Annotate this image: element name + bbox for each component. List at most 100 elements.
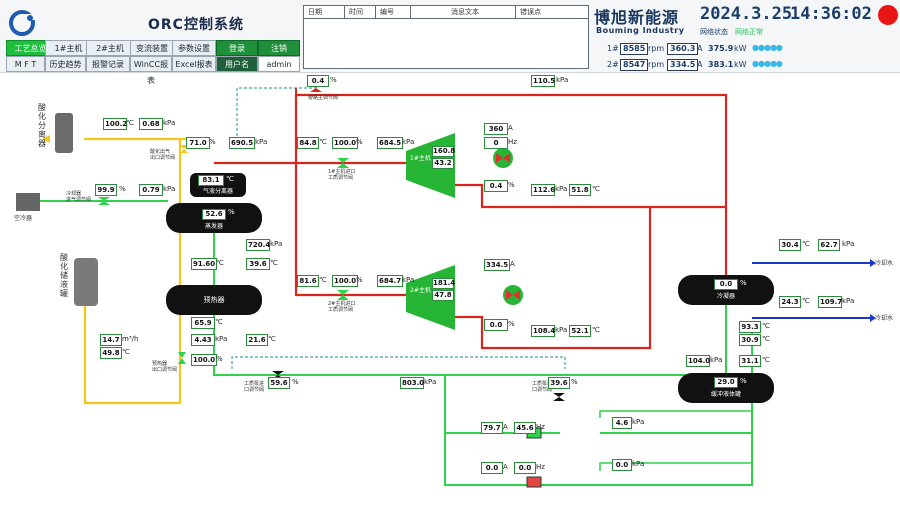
t2-outlet-kpa-unit: kPa xyxy=(555,326,568,334)
valve-preheat-label: 预热器 出口调节阀 xyxy=(152,361,178,373)
turbine2-pressure-box: 47.8 xyxy=(432,290,454,301)
t2-inlet-press-unit: kPa xyxy=(402,276,415,284)
login-button[interactable]: 登录 xyxy=(216,40,258,56)
unit1-rpm: 8585 xyxy=(620,43,649,55)
pump2-current: 0.0 xyxy=(481,462,503,474)
src-kpa-unit: kPa xyxy=(163,119,176,127)
t1-bypass-pct: 0.4 xyxy=(484,180,508,192)
unit1-current: 360.3 xyxy=(667,43,699,55)
nav-params-button[interactable]: 参数设置 xyxy=(172,40,216,56)
pump-out-valve-pct-unit: % xyxy=(571,378,578,386)
src-vessel-icon xyxy=(55,113,73,153)
pump-kpa: 803.0 xyxy=(400,377,425,389)
turbine1-pressure-box: 43.2 xyxy=(432,158,454,169)
flow-temp-unit: ℃ xyxy=(122,348,130,356)
unit2-rpm: 8547 xyxy=(620,59,649,71)
valve-t1-inlet xyxy=(337,158,349,168)
evaporator-vessel[interactable]: 52.6 % 蒸发器 xyxy=(166,203,262,233)
nav-unit1-button[interactable]: 1#主机 xyxy=(45,40,92,56)
top-bypass-pct-unit: % xyxy=(330,76,337,84)
valve-t1-inlet-label: 1#主机进口 工质调节阀 xyxy=(328,169,356,181)
alarm-col-error-point: 错误点 xyxy=(520,8,541,16)
src-temp-unit: ℃ xyxy=(126,119,134,127)
t2-valve-pct-unit: % xyxy=(356,276,363,284)
current-time: 14:36:02 xyxy=(790,4,872,24)
valve-bypass-top-label: 旁路主调节阀 xyxy=(308,95,339,101)
t2-inlet-temp-unit: ℃ xyxy=(319,276,327,284)
cooler-valve-pct-unit: % xyxy=(119,185,126,193)
nav-excel-report-button[interactable]: Excel报表 xyxy=(172,56,216,72)
preheater-label: 预热器 xyxy=(203,296,225,304)
work-pipe-pump-up xyxy=(599,410,752,418)
buffer-tank-vessel[interactable]: 29.0 % 缓冲液体罐 xyxy=(678,373,774,403)
unit1-status-dots: ●●●●● xyxy=(752,43,783,52)
t1-inlet-kpa: 110.5 xyxy=(531,75,556,87)
unit1-current-unit: A xyxy=(697,44,703,53)
unit2-current-unit: A xyxy=(697,60,703,69)
src-kpa: 0.68 xyxy=(139,118,163,130)
nav-wincc-report-button[interactable]: WinCC报表 xyxy=(130,56,172,85)
unit2-current: 334.5 xyxy=(667,59,699,71)
record-indicator-icon xyxy=(878,5,898,25)
t1-inlet-press-unit: kPa xyxy=(402,138,415,146)
buffer-temp: 31.1 xyxy=(739,355,761,367)
preheater-vessel[interactable]: 预热器 xyxy=(166,285,262,315)
nav-inverter-button[interactable]: 变流装置 xyxy=(130,40,174,56)
alarm-col-time: 时间 xyxy=(345,6,376,18)
pump2-kpa: 0.0 xyxy=(612,459,632,471)
logout-button[interactable]: 注销 xyxy=(258,40,300,56)
nav-history-button[interactable]: 历史趋势 xyxy=(45,56,86,72)
hot-pipe-t2-in xyxy=(294,163,410,297)
alarm-col-date: 日期 xyxy=(304,6,345,18)
top-bypass-pct: 0.4 xyxy=(307,75,329,87)
separator-label: 气液分离器 xyxy=(202,188,233,195)
preheater-out-kpa-unit: kPa xyxy=(215,335,228,343)
brand-name: 博旭新能源 xyxy=(594,8,680,27)
flow-rate-unit: m³/h xyxy=(122,335,139,343)
nav-overview-button[interactable]: 工艺总览 xyxy=(6,40,55,56)
t1-freq-unit: Hz xyxy=(508,138,517,146)
cool-arrow-2 xyxy=(870,314,876,322)
pump1-freq-unit: Hz xyxy=(536,423,545,431)
evaporator-level-unit: % xyxy=(228,208,235,216)
cool-arrow-1 xyxy=(870,259,876,267)
unit2-power: 383.1 xyxy=(708,60,734,69)
t2-inlet-temp: 81.6 xyxy=(297,275,319,287)
nav-mft-button[interactable]: M F T xyxy=(6,56,45,72)
nav-unit2-button[interactable]: 2#主机 xyxy=(86,40,134,56)
condenser-vessel[interactable]: 0.0 % 冷凝器 xyxy=(678,275,774,305)
nav-alarm-log-button[interactable]: 报警记录 xyxy=(86,56,130,72)
t1-current: 360 xyxy=(484,123,508,135)
t1-valve-pct: 100.0 xyxy=(332,137,358,149)
unit1-rpm-unit: rpm xyxy=(648,44,665,53)
alarm-message-panel[interactable]: 日期 时间 编号 消息文本 错误点 xyxy=(303,5,589,69)
buffer-level: 29.0 xyxy=(714,377,738,388)
unit2-status-dots: ●●●●● xyxy=(752,59,783,68)
preheater-out-kpa: 4.43 xyxy=(191,334,215,346)
pump2-current-unit: A xyxy=(503,463,508,471)
dash-line-mid xyxy=(231,356,566,369)
cooler-kpa: 0.79 xyxy=(139,184,163,196)
preheater-out-temp2: 21.6 xyxy=(246,334,268,346)
gen2-arrow-r xyxy=(513,290,520,300)
src-valve-pct-unit: % xyxy=(209,138,216,146)
alarm-col-id: 编号 xyxy=(376,6,411,18)
unit1-label: 1# xyxy=(607,44,619,53)
gas-liquid-separator[interactable]: 83.1 ℃ 气液分离器 xyxy=(190,173,246,197)
t2-outlet-temp: 52.1 xyxy=(569,325,591,337)
condenser-level: 0.0 xyxy=(714,279,738,290)
evap-kpa: 690.5 xyxy=(229,137,255,149)
t2-outlet-kpa: 108.4 xyxy=(531,325,556,337)
preheater-out-temp2-unit: ℃ xyxy=(268,335,276,343)
t1-outlet-kpa-unit: kPa xyxy=(555,185,568,193)
t2-bypass-pct: 0.0 xyxy=(484,319,508,331)
unit1-power: 375.9 xyxy=(708,44,734,53)
work-pipe-pump-up2 xyxy=(599,462,752,471)
pump1-kpa-unit: kPa xyxy=(632,418,645,426)
cw-out-temp-unit: ℃ xyxy=(802,297,810,305)
gen1-arrow xyxy=(496,153,503,163)
evaporator-label: 蒸发器 xyxy=(204,223,223,230)
preheater-valve-pct-unit: % xyxy=(216,355,223,363)
src-vessel-label: 酸化分离器 xyxy=(38,103,46,148)
t2-valve-pct: 100.0 xyxy=(332,275,358,287)
